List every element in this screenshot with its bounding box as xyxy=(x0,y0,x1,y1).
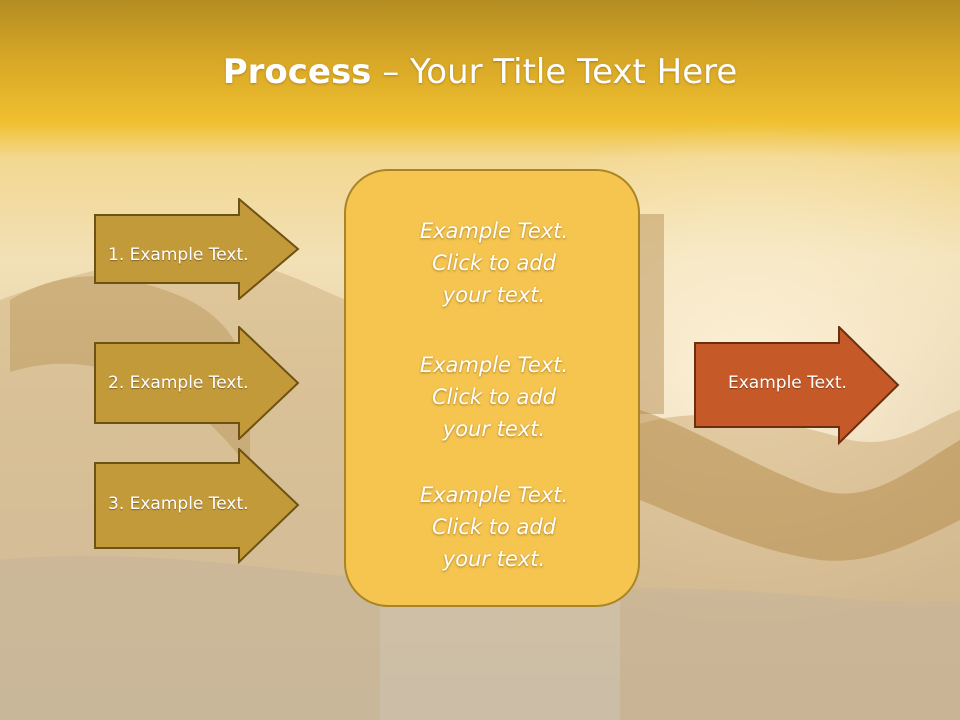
process-arrow-2-label: 2. Example Text. xyxy=(108,373,249,393)
process-arrow-1[interactable] xyxy=(94,198,300,300)
block-line: Example Text. xyxy=(419,219,569,243)
block-line: Click to add xyxy=(431,251,556,275)
title-rest: – Your Title Text Here xyxy=(371,52,738,92)
block-line: your text. xyxy=(442,417,546,441)
slide-title: Process – Your Title Text Here xyxy=(0,52,960,92)
block-line: your text. xyxy=(442,283,546,307)
result-arrow[interactable] xyxy=(694,326,900,446)
center-block-1[interactable]: Example Text. Click to add your text. xyxy=(346,215,642,311)
block-line: Click to add xyxy=(431,515,556,539)
result-arrow-label: Example Text. xyxy=(728,373,847,393)
block-line: Example Text. xyxy=(419,353,569,377)
process-arrow-3[interactable] xyxy=(94,448,300,564)
center-block-2[interactable]: Example Text. Click to add your text. xyxy=(346,349,642,445)
block-line: your text. xyxy=(442,547,546,571)
block-line: Click to add xyxy=(431,385,556,409)
block-line: Example Text. xyxy=(419,483,569,507)
process-arrow-1-label: 1. Example Text. xyxy=(108,245,249,265)
process-arrow-3-label: 3. Example Text. xyxy=(108,494,249,514)
center-text-box[interactable]: Example Text. Click to add your text. Ex… xyxy=(344,169,640,607)
title-bold: Process xyxy=(222,52,372,92)
center-block-3[interactable]: Example Text. Click to add your text. xyxy=(346,479,642,575)
process-arrow-2[interactable] xyxy=(94,326,300,440)
